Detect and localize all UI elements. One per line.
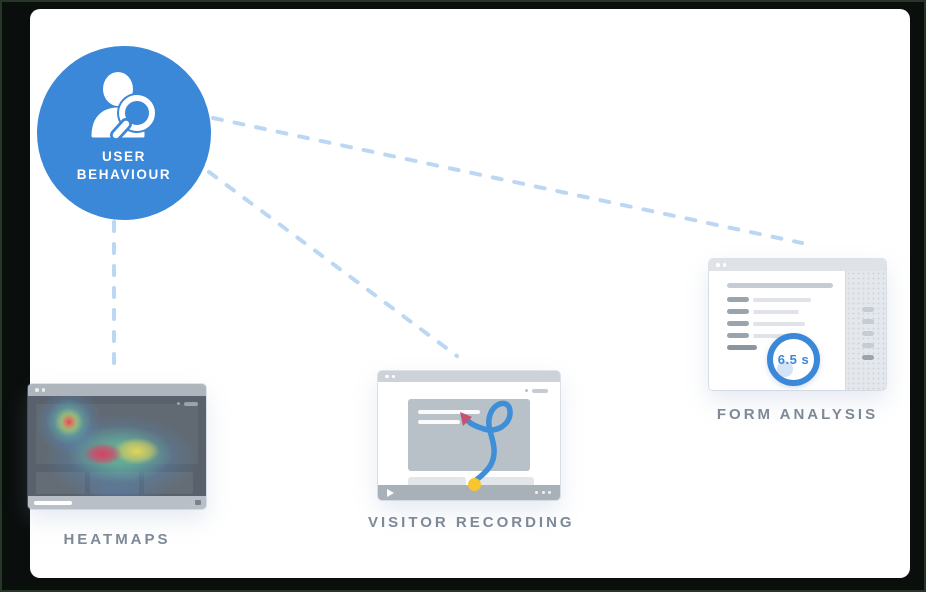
heatmaps-page-content [28,396,206,496]
form-value-pill [862,331,874,336]
text-placeholder-line [418,410,480,414]
visitor-recording-window [378,371,560,500]
form-value-pill [862,307,874,312]
form-field-row [727,321,835,326]
hub-label-line2: BEHAVIOUR [76,166,172,182]
play-icon [387,488,394,497]
window-dot-icon [722,263,726,267]
more-options-icon [535,491,551,494]
window-dot-icon [716,263,720,267]
form-field-row [727,345,835,350]
form-analysis-page-content: 6.5 s [709,271,886,390]
heatmap-overlay [28,396,206,496]
visitor-recording-page-content [378,382,560,495]
form-title-line [727,283,833,288]
page-menu-icon [525,389,548,393]
replay-player-bar [378,485,560,500]
time-badge-value: 6.5 s [777,352,810,367]
form-field-row [727,333,835,338]
progress-pill [34,500,72,505]
grid-icon [195,500,201,505]
form-value-pill [862,343,874,348]
window-dot-icon [41,388,45,392]
user-search-icon [91,72,157,141]
form-side-panel [845,271,886,390]
form-analysis-label: FORM ANALYSIS [716,406,879,423]
heatmaps-titlebar [28,384,206,396]
form-field-row [727,309,835,314]
form-analysis-window: 6.5 s [709,259,886,390]
heatmaps-statusbar [28,496,206,509]
visitor-recording-titlebar [378,371,560,382]
playhead-marker [468,478,481,491]
heatmaps-label: HEATMAPS [63,531,171,548]
time-badge: 6.5 s [767,333,820,386]
window-dot-icon [391,374,395,379]
form-value-pill [862,319,874,324]
text-placeholder-line [418,420,460,424]
page-content-block [408,399,530,471]
form-field-rows [727,283,835,357]
heatmaps-window [28,384,206,509]
form-field-row [727,297,835,302]
window-dot-icon [385,374,389,379]
form-value-pill [862,355,874,360]
window-dot-icon [35,388,39,392]
form-analysis-titlebar [709,259,886,271]
hub-label-line1: USER [102,149,146,164]
visitor-recording-label: VISITOR RECORDING [368,514,575,531]
user-behaviour-hub: USER BEHAVIOUR [37,46,211,220]
